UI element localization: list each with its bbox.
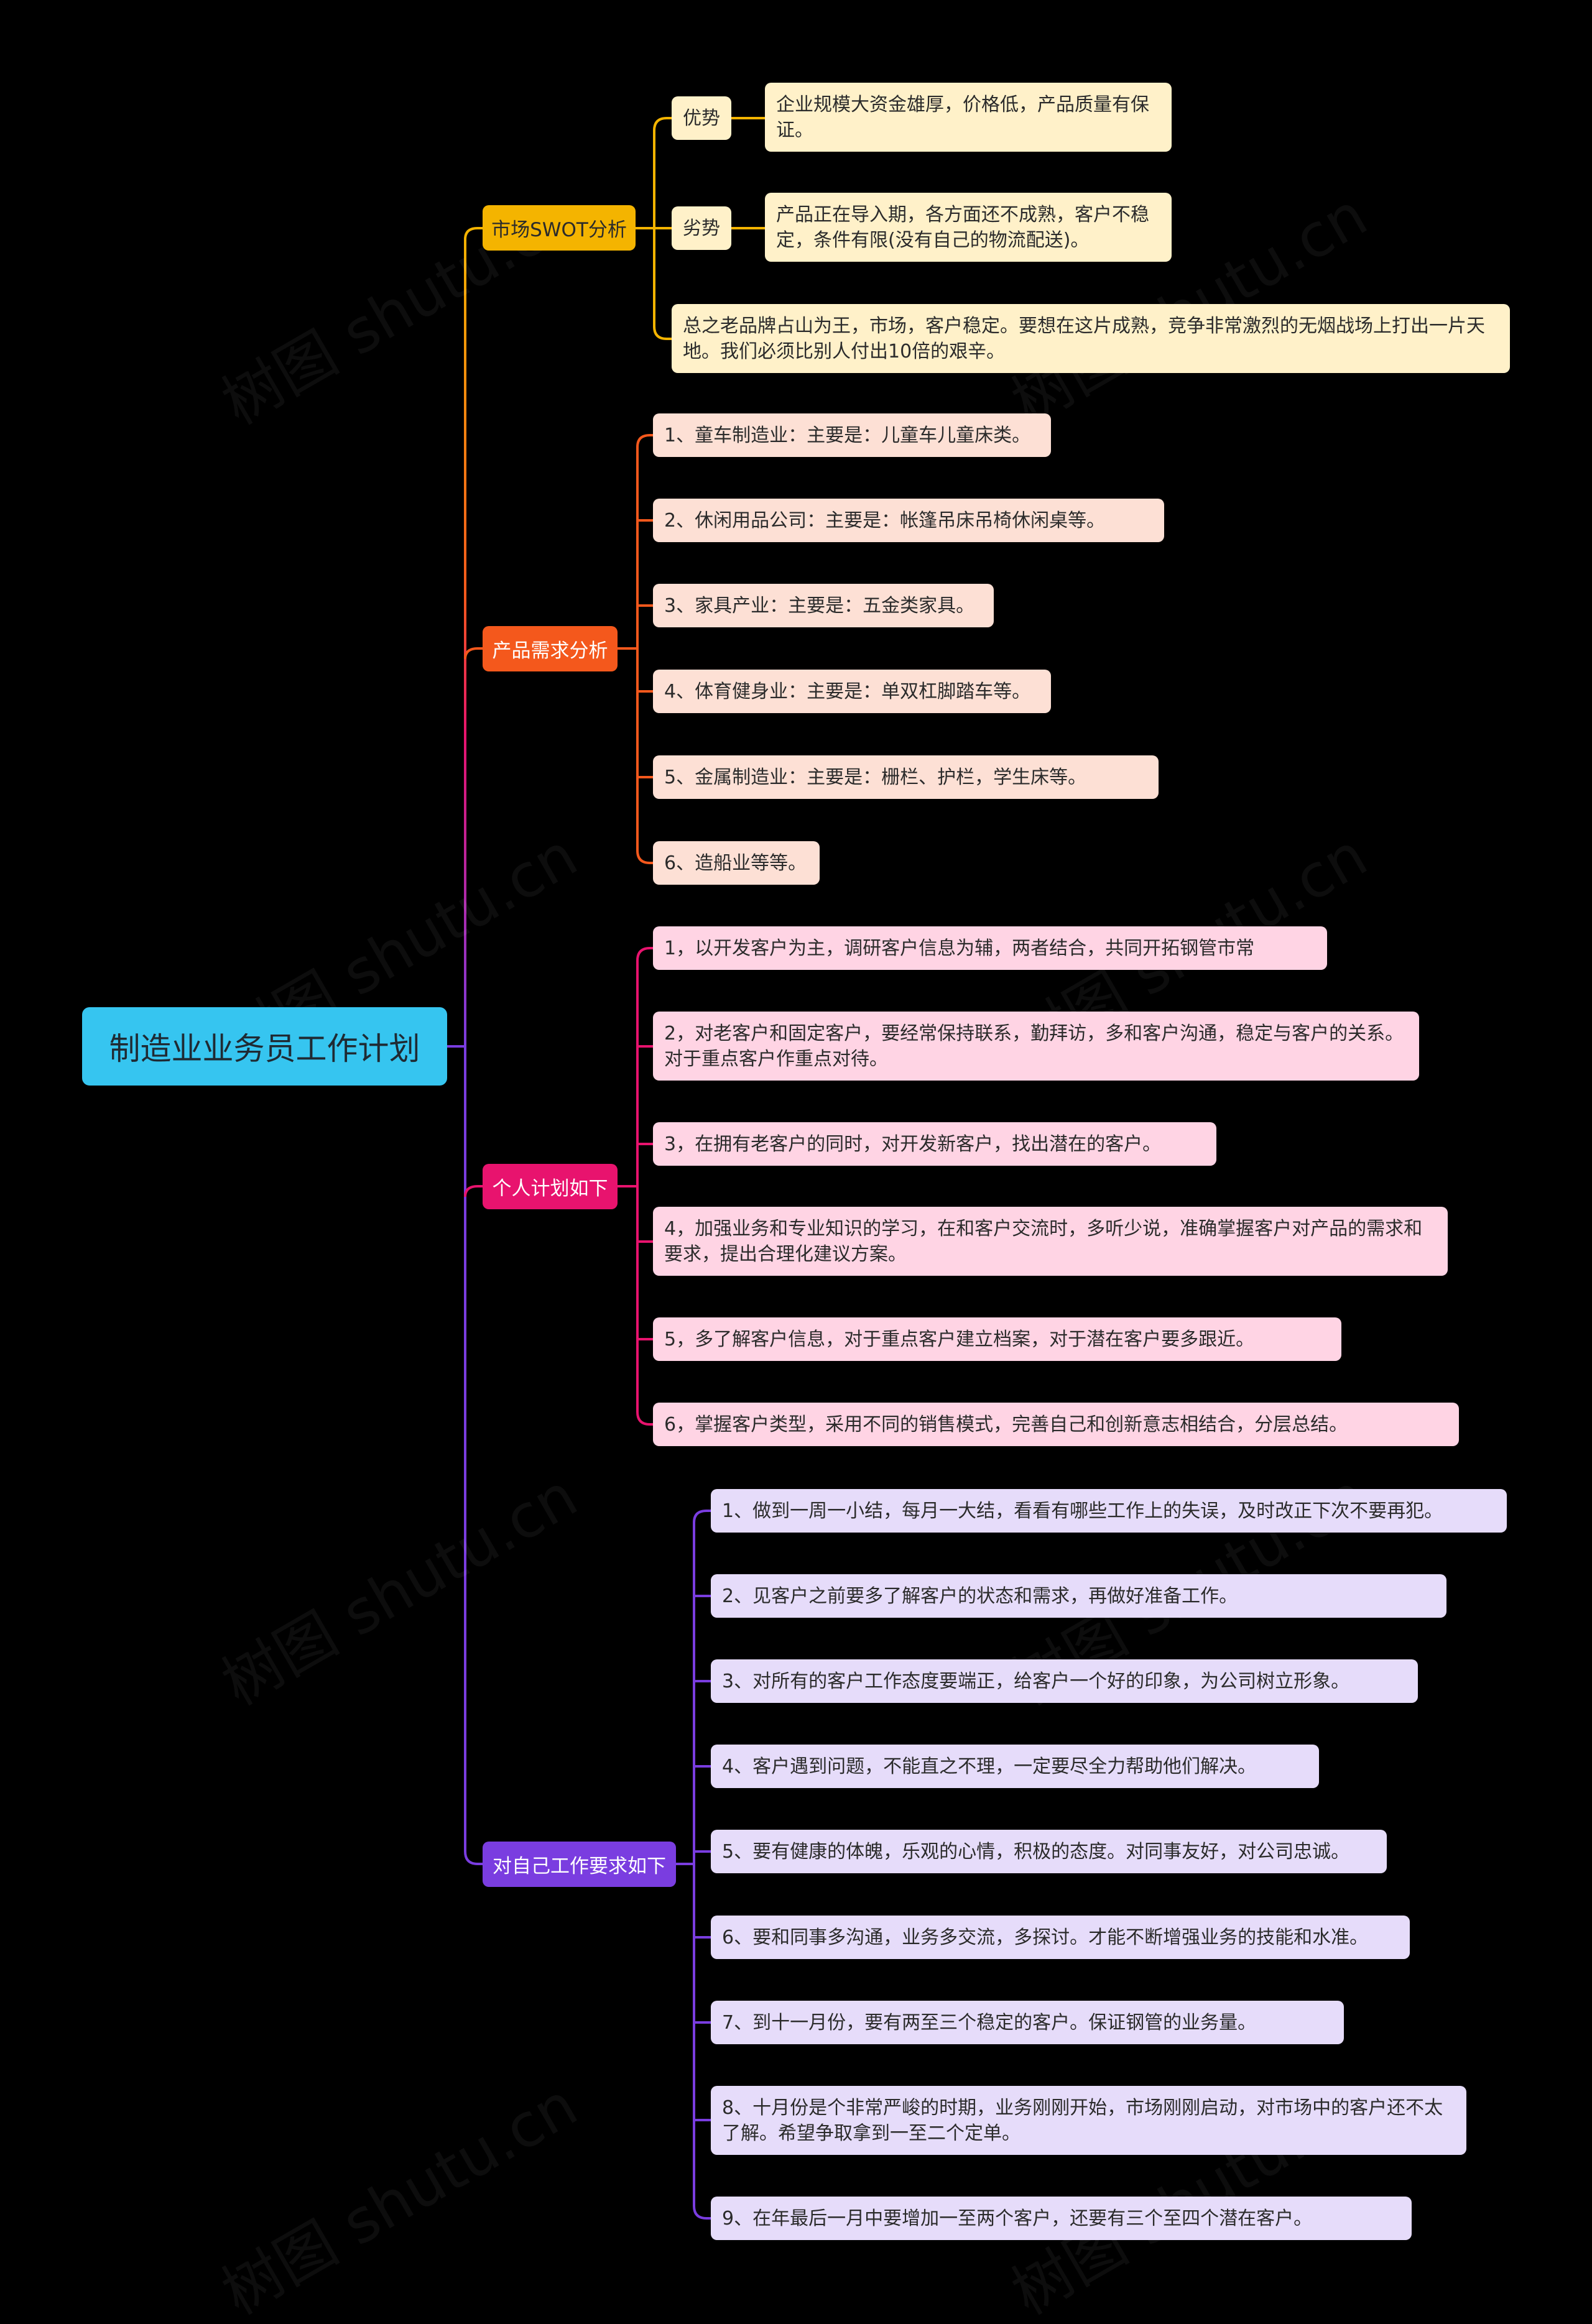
self-item[interactable]: 1、做到一周一小结，每月一大结，看看有哪些工作上的失误，及时改正下次不要再犯。 bbox=[711, 1489, 1507, 1533]
branch-swot[interactable]: 市场SWOT分析 bbox=[483, 205, 636, 251]
personal-item[interactable]: 4，加强业务和专业知识的学习，在和客户交流时，多听少说，准确掌握客户对产品的需求… bbox=[653, 1207, 1448, 1276]
swot-weakness-text[interactable]: 产品正在导入期，各方面还不成熟，客户不稳定，条件有限(没有自己的物流配送)。 bbox=[765, 193, 1172, 262]
demand-item[interactable]: 5、金属制造业：主要是：栅栏、护栏，学生床等。 bbox=[653, 755, 1159, 799]
self-item[interactable]: 6、要和同事多沟通，业务多交流，多探讨。才能不断增强业务的技能和水准。 bbox=[711, 1916, 1410, 1959]
swot-strength-text[interactable]: 企业规模大资金雄厚，价格低，产品质量有保证。 bbox=[765, 83, 1172, 152]
self-item[interactable]: 9、在年最后一月中要增加一至两个客户，还要有三个至四个潜在客户。 bbox=[711, 2197, 1412, 2240]
branch-personal[interactable]: 个人计划如下 bbox=[483, 1164, 618, 1209]
demand-item[interactable]: 2、休闲用品公司：主要是：帐篷吊床吊椅休闲桌等。 bbox=[653, 499, 1164, 542]
self-item[interactable]: 7、到十一月份，要有两至三个稳定的客户。保证钢管的业务量。 bbox=[711, 2001, 1344, 2044]
demand-item[interactable]: 4、体育健身业：主要是：单双杠脚踏车等。 bbox=[653, 670, 1051, 713]
branch-self-requirements[interactable]: 对自己工作要求如下 bbox=[483, 1842, 676, 1887]
swot-weakness-tag[interactable]: 劣势 bbox=[672, 206, 731, 250]
demand-item[interactable]: 1、童车制造业：主要是：儿童车儿童床类。 bbox=[653, 413, 1051, 457]
self-item[interactable]: 8、十月份是个非常严峻的时期，业务刚刚开始，市场刚刚启动，对市场中的客户还不太了… bbox=[711, 2086, 1466, 2155]
personal-item[interactable]: 5，多了解客户信息，对于重点客户建立档案，对于潜在客户要多跟近。 bbox=[653, 1317, 1341, 1361]
demand-item[interactable]: 6、造船业等等。 bbox=[653, 841, 820, 885]
self-item[interactable]: 2、见客户之前要多了解客户的状态和需求，再做好准备工作。 bbox=[711, 1574, 1446, 1618]
swot-summary[interactable]: 总之老品牌占山为王，市场，客户稳定。要想在这片成熟，竞争非常激烈的无烟战场上打出… bbox=[672, 304, 1510, 373]
self-item[interactable]: 4、客户遇到问题，不能直之不理，一定要尽全力帮助他们解决。 bbox=[711, 1745, 1319, 1788]
demand-item[interactable]: 3、家具产业：主要是：五金类家具。 bbox=[653, 584, 994, 627]
personal-item[interactable]: 6，掌握客户类型，采用不同的销售模式，完善自己和创新意志相结合，分层总结。 bbox=[653, 1403, 1459, 1446]
self-item[interactable]: 3、对所有的客户工作态度要端正，给客户一个好的印象，为公司树立形象。 bbox=[711, 1659, 1418, 1703]
swot-strength-tag[interactable]: 优势 bbox=[672, 96, 731, 140]
personal-item[interactable]: 1，以开发客户为主，调研客户信息为辅，两者结合，共同开拓钢管市常 bbox=[653, 926, 1327, 970]
root-topic[interactable]: 制造业业务员工作计划 bbox=[82, 1007, 447, 1086]
self-item[interactable]: 5、要有健康的体魄，乐观的心情，积极的态度。对同事友好，对公司忠诚。 bbox=[711, 1830, 1387, 1873]
personal-item[interactable]: 3，在拥有老客户的同时，对开发新客户，找出潜在的客户。 bbox=[653, 1122, 1216, 1166]
branch-demand[interactable]: 产品需求分析 bbox=[483, 626, 618, 671]
personal-item[interactable]: 2，对老客户和固定客户，要经常保持联系，勤拜访，多和客户沟通，稳定与客户的关系。… bbox=[653, 1012, 1419, 1081]
